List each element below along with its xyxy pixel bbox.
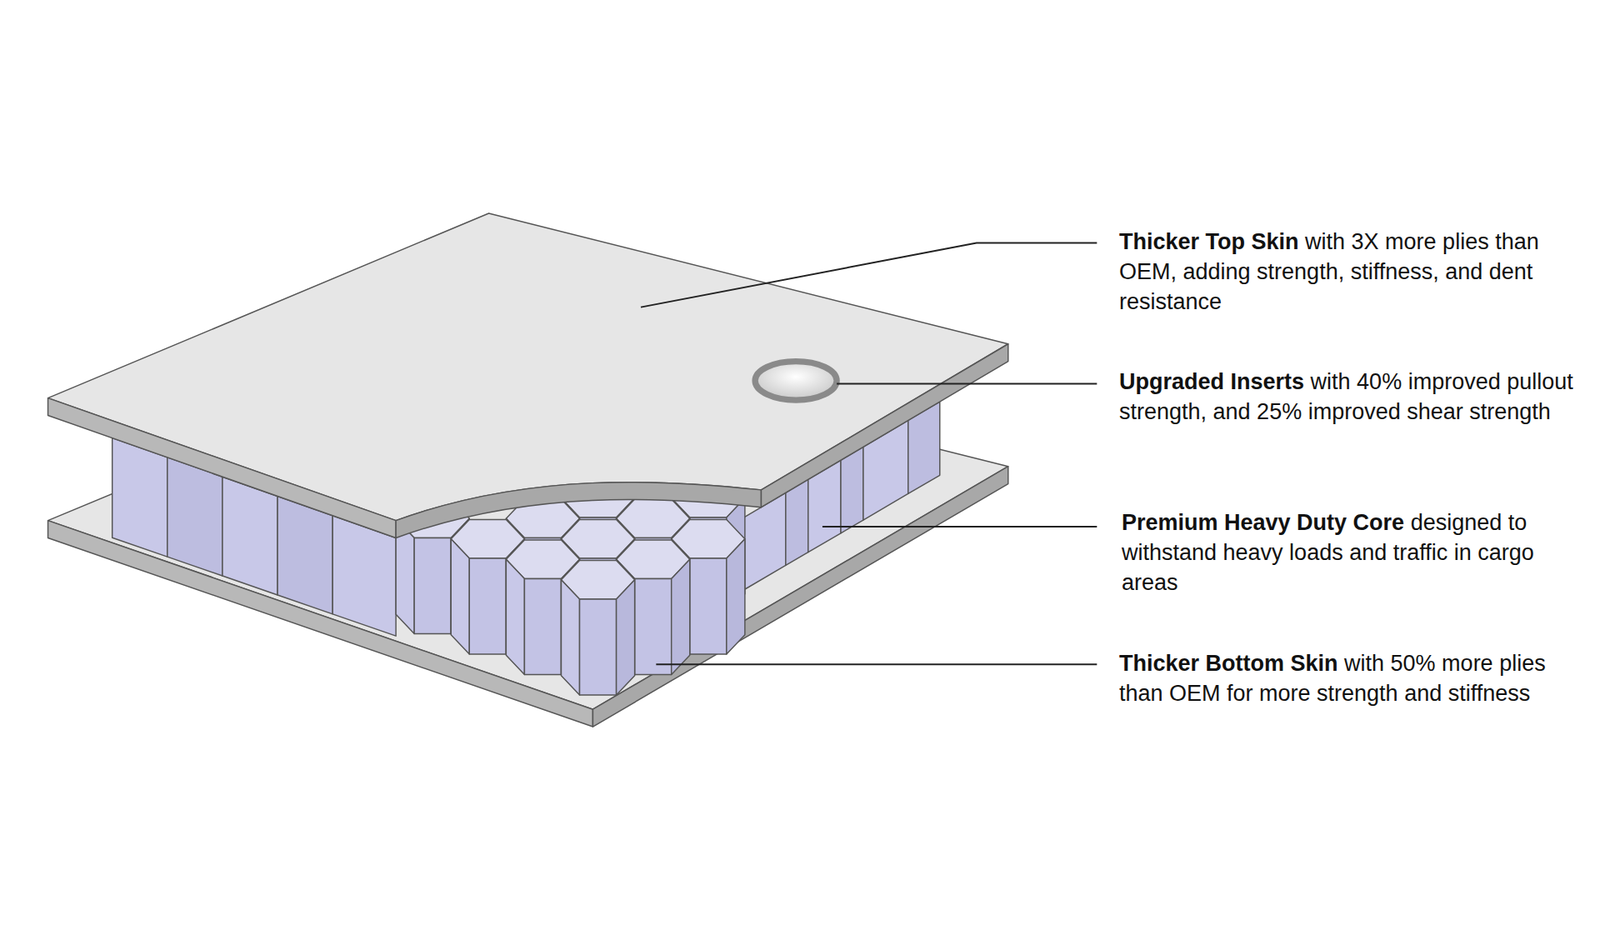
callout-heading: Upgraded Inserts [1119, 369, 1305, 395]
core-cell [671, 559, 690, 675]
core-cell [690, 558, 727, 655]
core-cell [560, 580, 580, 695]
core-cell [616, 580, 635, 695]
core-cell [785, 479, 809, 565]
bottom-skin-callout: Thicker Bottom Skin with 50% more plies … [1119, 648, 1574, 709]
core-callout: Premium Heavy Duty Core designed to with… [1121, 507, 1576, 598]
insert-callout: Upgraded Inserts with 40% improved pullo… [1119, 366, 1574, 427]
core-cell [414, 537, 451, 634]
core-cell [524, 578, 561, 675]
core-cell [840, 446, 864, 533]
leader-lines [640, 242, 1097, 665]
callout-heading: Thicker Bottom Skin [1119, 650, 1339, 676]
top-skin-callout: Thicker Top Skin with 3X more plies than… [1119, 226, 1574, 317]
core-cell [167, 457, 223, 576]
core-cell [450, 539, 470, 655]
core-cell [505, 559, 525, 675]
core-cell [740, 492, 786, 592]
core-cell [726, 539, 745, 655]
core-cell [469, 558, 506, 655]
core-cell [277, 495, 333, 614]
core-cell [580, 599, 617, 695]
core-cell [112, 438, 168, 558]
core-cell [635, 578, 672, 675]
callout-heading: Thicker Top Skin [1119, 229, 1300, 255]
callout-heading: Premium Heavy Duty Core [1121, 510, 1405, 535]
core-cell [222, 476, 278, 595]
insert [755, 361, 837, 401]
top-skin [48, 213, 1009, 538]
